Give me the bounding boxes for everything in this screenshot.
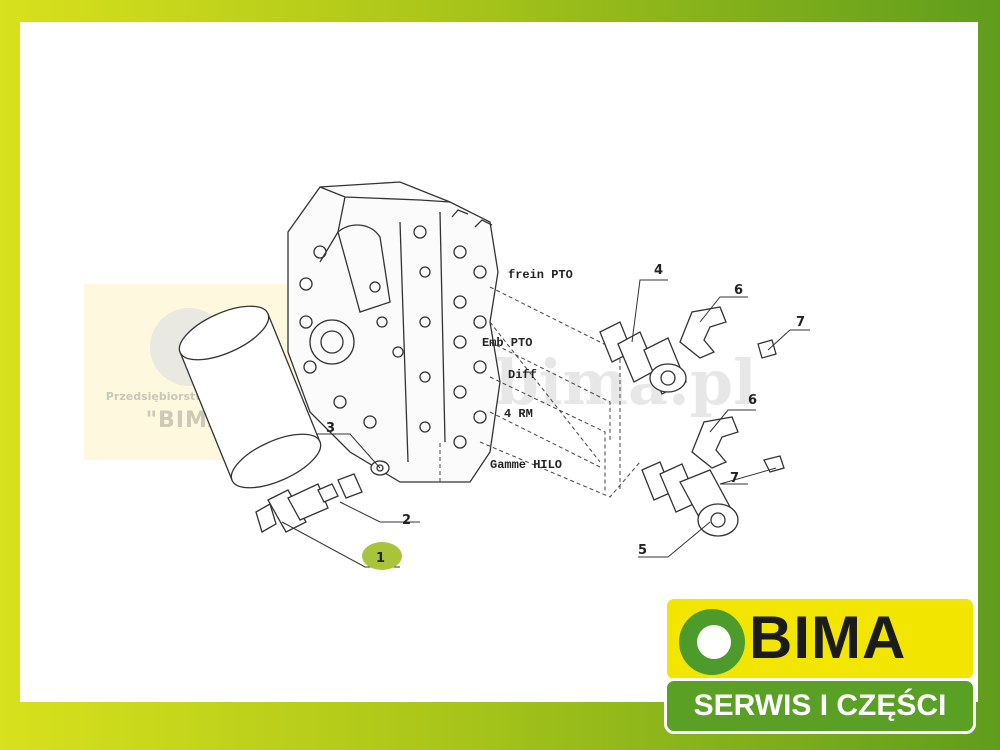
ball-highlight-icon	[697, 625, 731, 659]
logo-brand-text: BIMA	[749, 604, 907, 671]
logo-tagline-panel: SERWIS I CZĘŚCI	[664, 678, 976, 734]
logo-tagline: SERWIS I CZĘŚCI	[693, 689, 947, 722]
callout-2: 2	[402, 513, 411, 528]
valve-block-drawing	[287, 181, 501, 483]
callout-7-lower: 7	[730, 471, 739, 486]
label-4rm: 4 RM	[504, 407, 533, 421]
callout-6-upper: 6	[734, 283, 743, 298]
solenoid-4-drawing	[599, 321, 687, 395]
label-leader-lines	[439, 286, 651, 498]
callout-1-highlight	[362, 542, 402, 570]
callout-3: 3	[326, 421, 335, 436]
callout-5: 5	[638, 543, 647, 558]
callout-7-upper: 7	[796, 315, 805, 330]
callout-4: 4	[654, 263, 663, 278]
solenoid-5-drawing	[641, 461, 739, 537]
diagram-canvas: Przedsiębiorstwo Handlowe "BIMA" www.bim…	[20, 22, 978, 702]
exploded-parts-diagram: www.bima.pl	[178, 181, 810, 570]
label-gamme-hilo: Gamme HILO	[490, 458, 562, 472]
bolt-7-drawing	[757, 339, 785, 473]
bima-logo: BIMA SERWIS I CZĘŚCI	[664, 596, 976, 736]
filter-canister-drawing	[178, 305, 322, 489]
callout-1: 1	[376, 551, 385, 566]
label-diff: Diff	[508, 368, 537, 382]
label-emb-pto: Emb PTO	[482, 336, 532, 350]
pressure-sensor-drawing	[255, 460, 390, 533]
label-frein-pto: frein PTO	[508, 268, 573, 282]
logo-brand-panel: BIMA	[664, 596, 976, 682]
fork-6-drawing	[679, 306, 739, 469]
callout-6-lower: 6	[748, 393, 757, 408]
